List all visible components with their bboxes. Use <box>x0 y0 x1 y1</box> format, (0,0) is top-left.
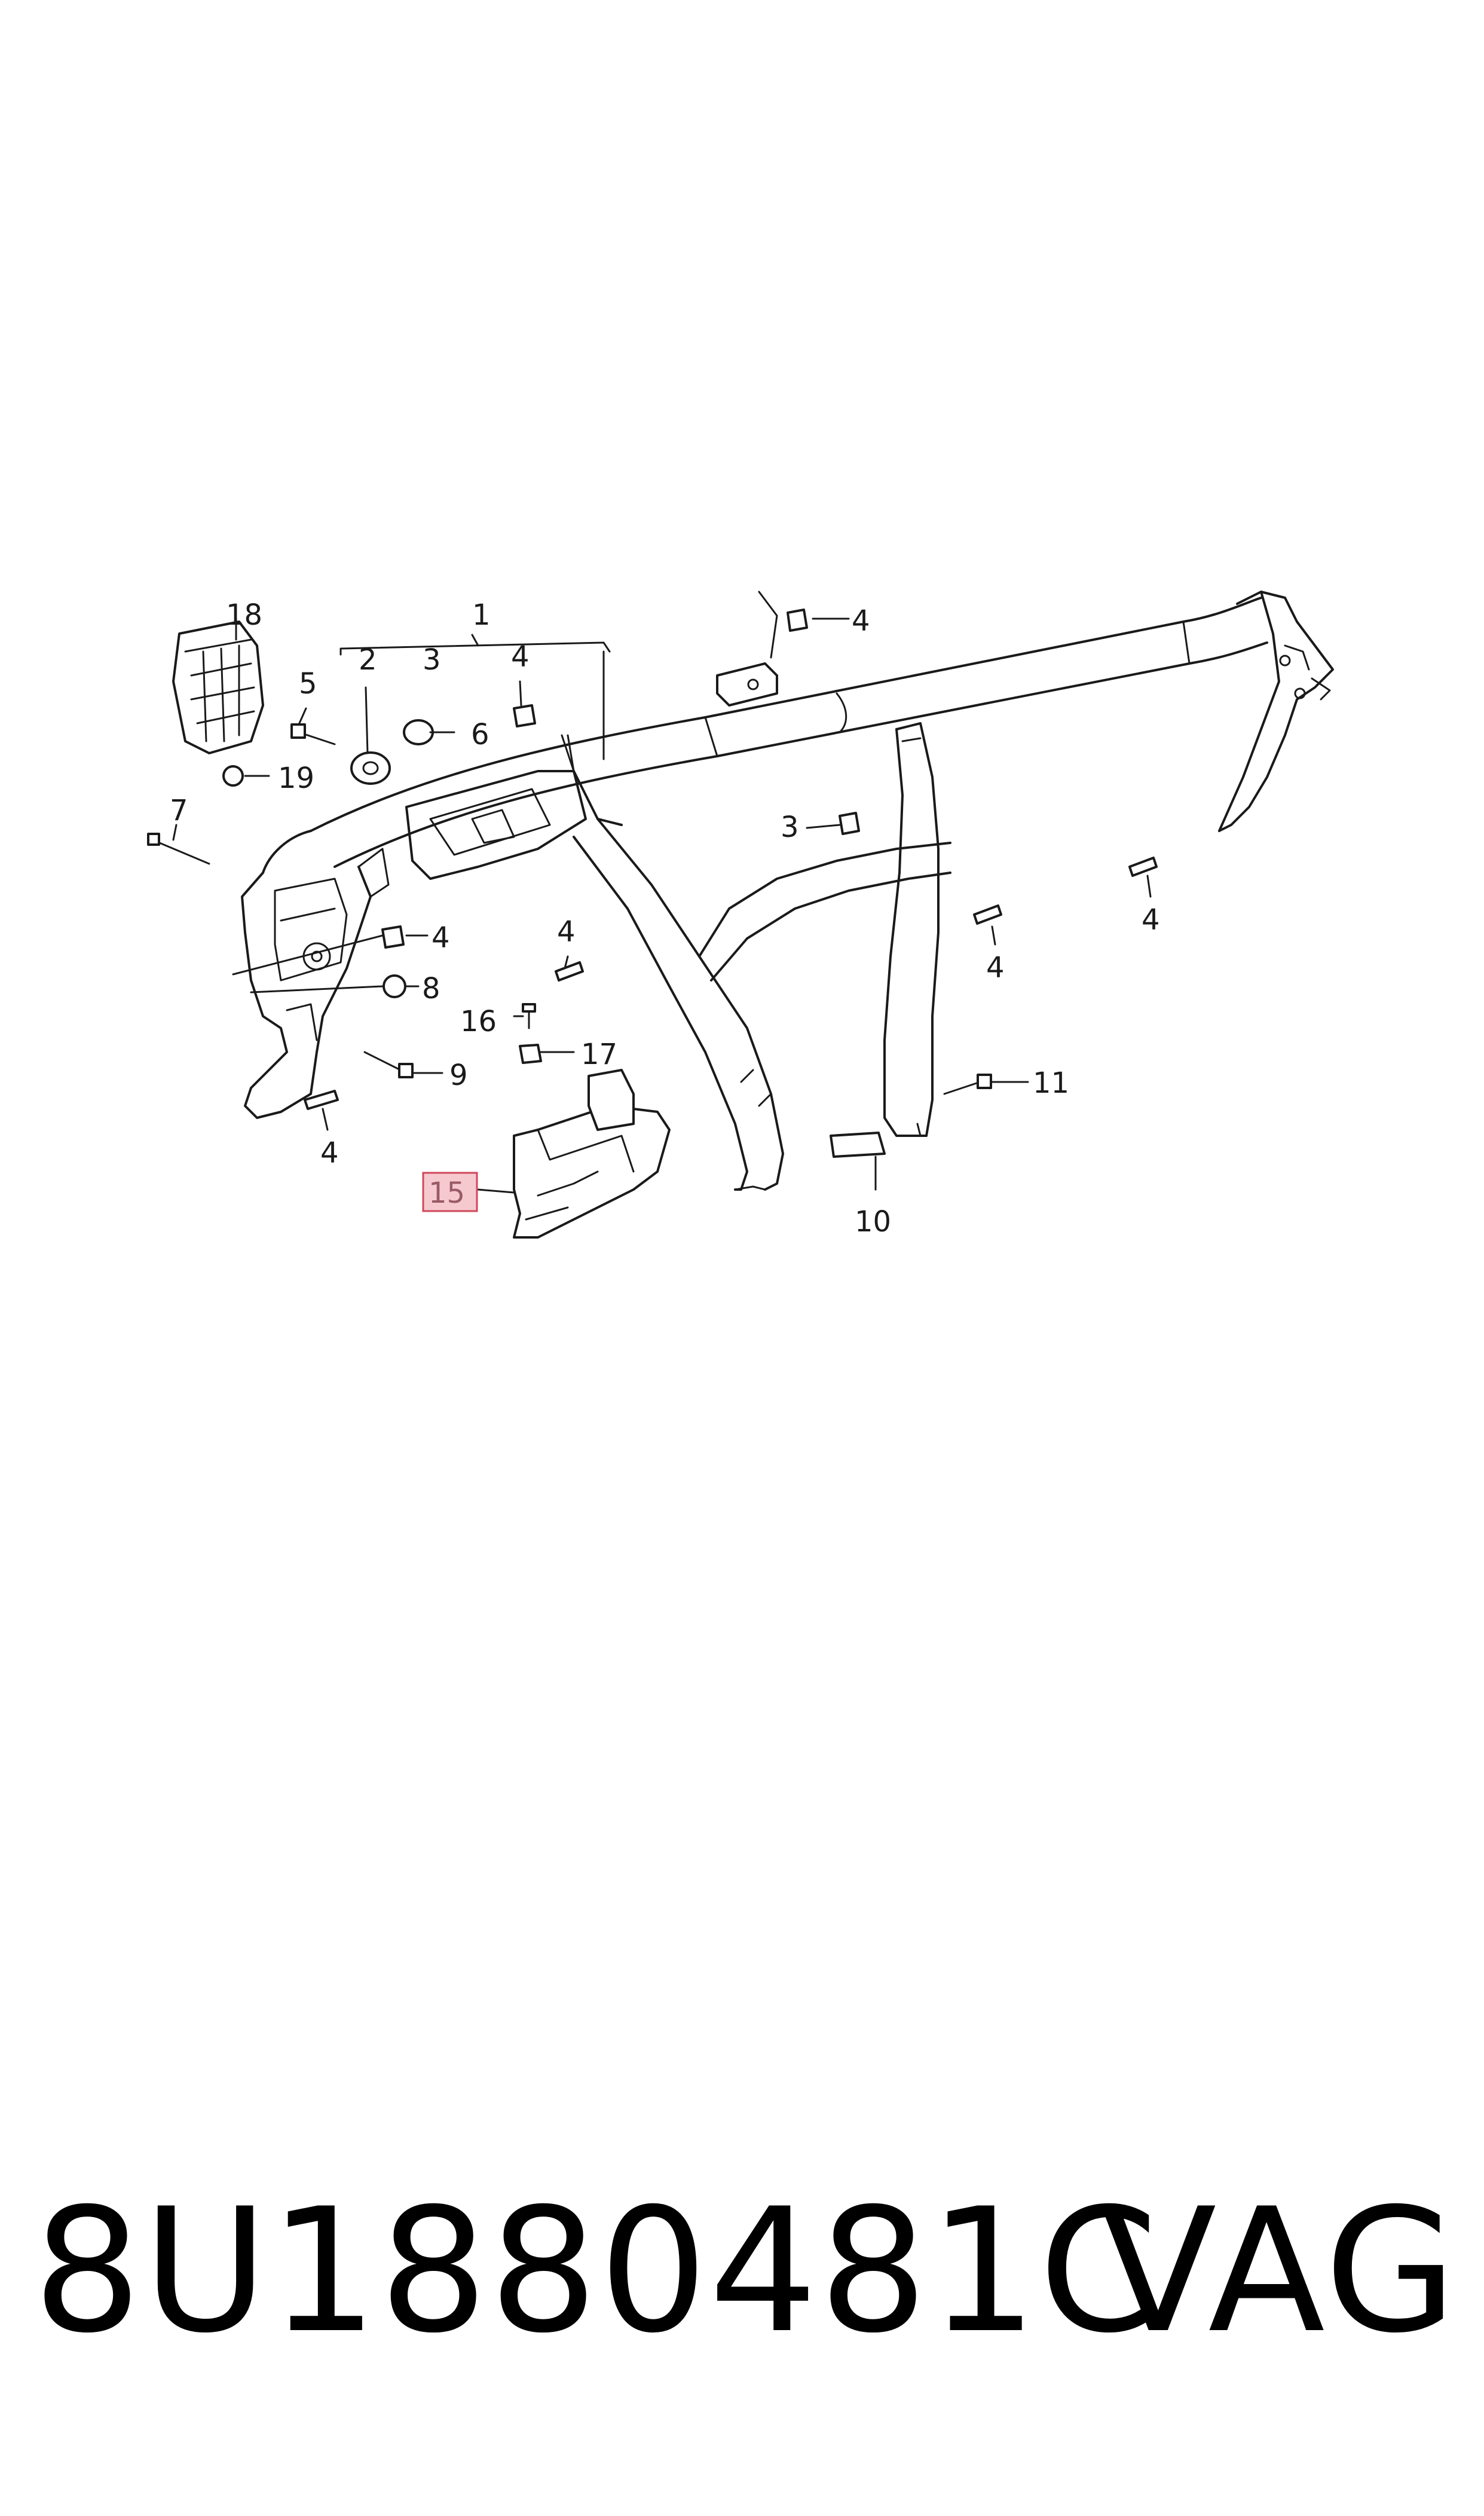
left-mounting-plate <box>241 830 390 1119</box>
relay-module <box>172 620 264 754</box>
callout-9: 9 <box>449 1059 468 1092</box>
callout-6: 6 <box>471 718 489 751</box>
callout-5: 5 <box>299 667 317 701</box>
callout-2: 2 <box>359 643 377 677</box>
callout-4-mid: 4 <box>557 915 576 949</box>
callout-19: 19 <box>278 762 314 795</box>
callout-4-bottom-left: 4 <box>320 1136 339 1170</box>
leader-lines <box>172 617 1152 1194</box>
callout-1: 1 <box>472 598 491 632</box>
crossmember-diagram-svg: 18 1 2 3 4 5 6 19 4 7 4 8 16 17 9 4 15 4… <box>147 591 1334 1239</box>
callout-4-left: 4 <box>432 921 450 955</box>
callout-3-right: 3 <box>781 811 799 844</box>
part-number: 8U1880481C <box>33 2172 1159 2371</box>
callout-4-far-right: 4 <box>1142 903 1160 937</box>
callout-labels: 18 1 2 3 4 5 6 19 4 7 4 8 16 17 9 4 15 4… <box>170 598 1160 1239</box>
right-end-bracket <box>1218 591 1334 832</box>
callout-4-upper: 4 <box>511 640 530 674</box>
highlight-box-15 <box>422 1172 478 1212</box>
upper-bracket <box>716 591 778 707</box>
knee-bolster-bracket <box>513 1069 671 1239</box>
callout-15: 15 <box>429 1176 465 1210</box>
center-support-legs <box>573 818 951 1191</box>
callout-4-right-post: 4 <box>986 951 1005 985</box>
callout-11: 11 <box>1033 1066 1069 1100</box>
callout-3-top: 3 <box>423 643 441 677</box>
callout-8: 8 <box>422 972 440 1005</box>
brand-name: VAG <box>1100 2172 1459 2371</box>
callout-16: 16 <box>460 1005 497 1038</box>
callout-4-top: 4 <box>852 604 870 638</box>
right-vertical-post <box>883 722 940 1137</box>
callout-7: 7 <box>170 794 188 827</box>
callout-10: 10 <box>855 1205 891 1239</box>
callout-18: 18 <box>226 598 262 632</box>
cross-tube <box>310 597 1268 868</box>
callout-17: 17 <box>581 1038 617 1071</box>
fasteners <box>147 609 1158 1158</box>
footer: 8U1880481C VAG <box>0 2176 1484 2367</box>
